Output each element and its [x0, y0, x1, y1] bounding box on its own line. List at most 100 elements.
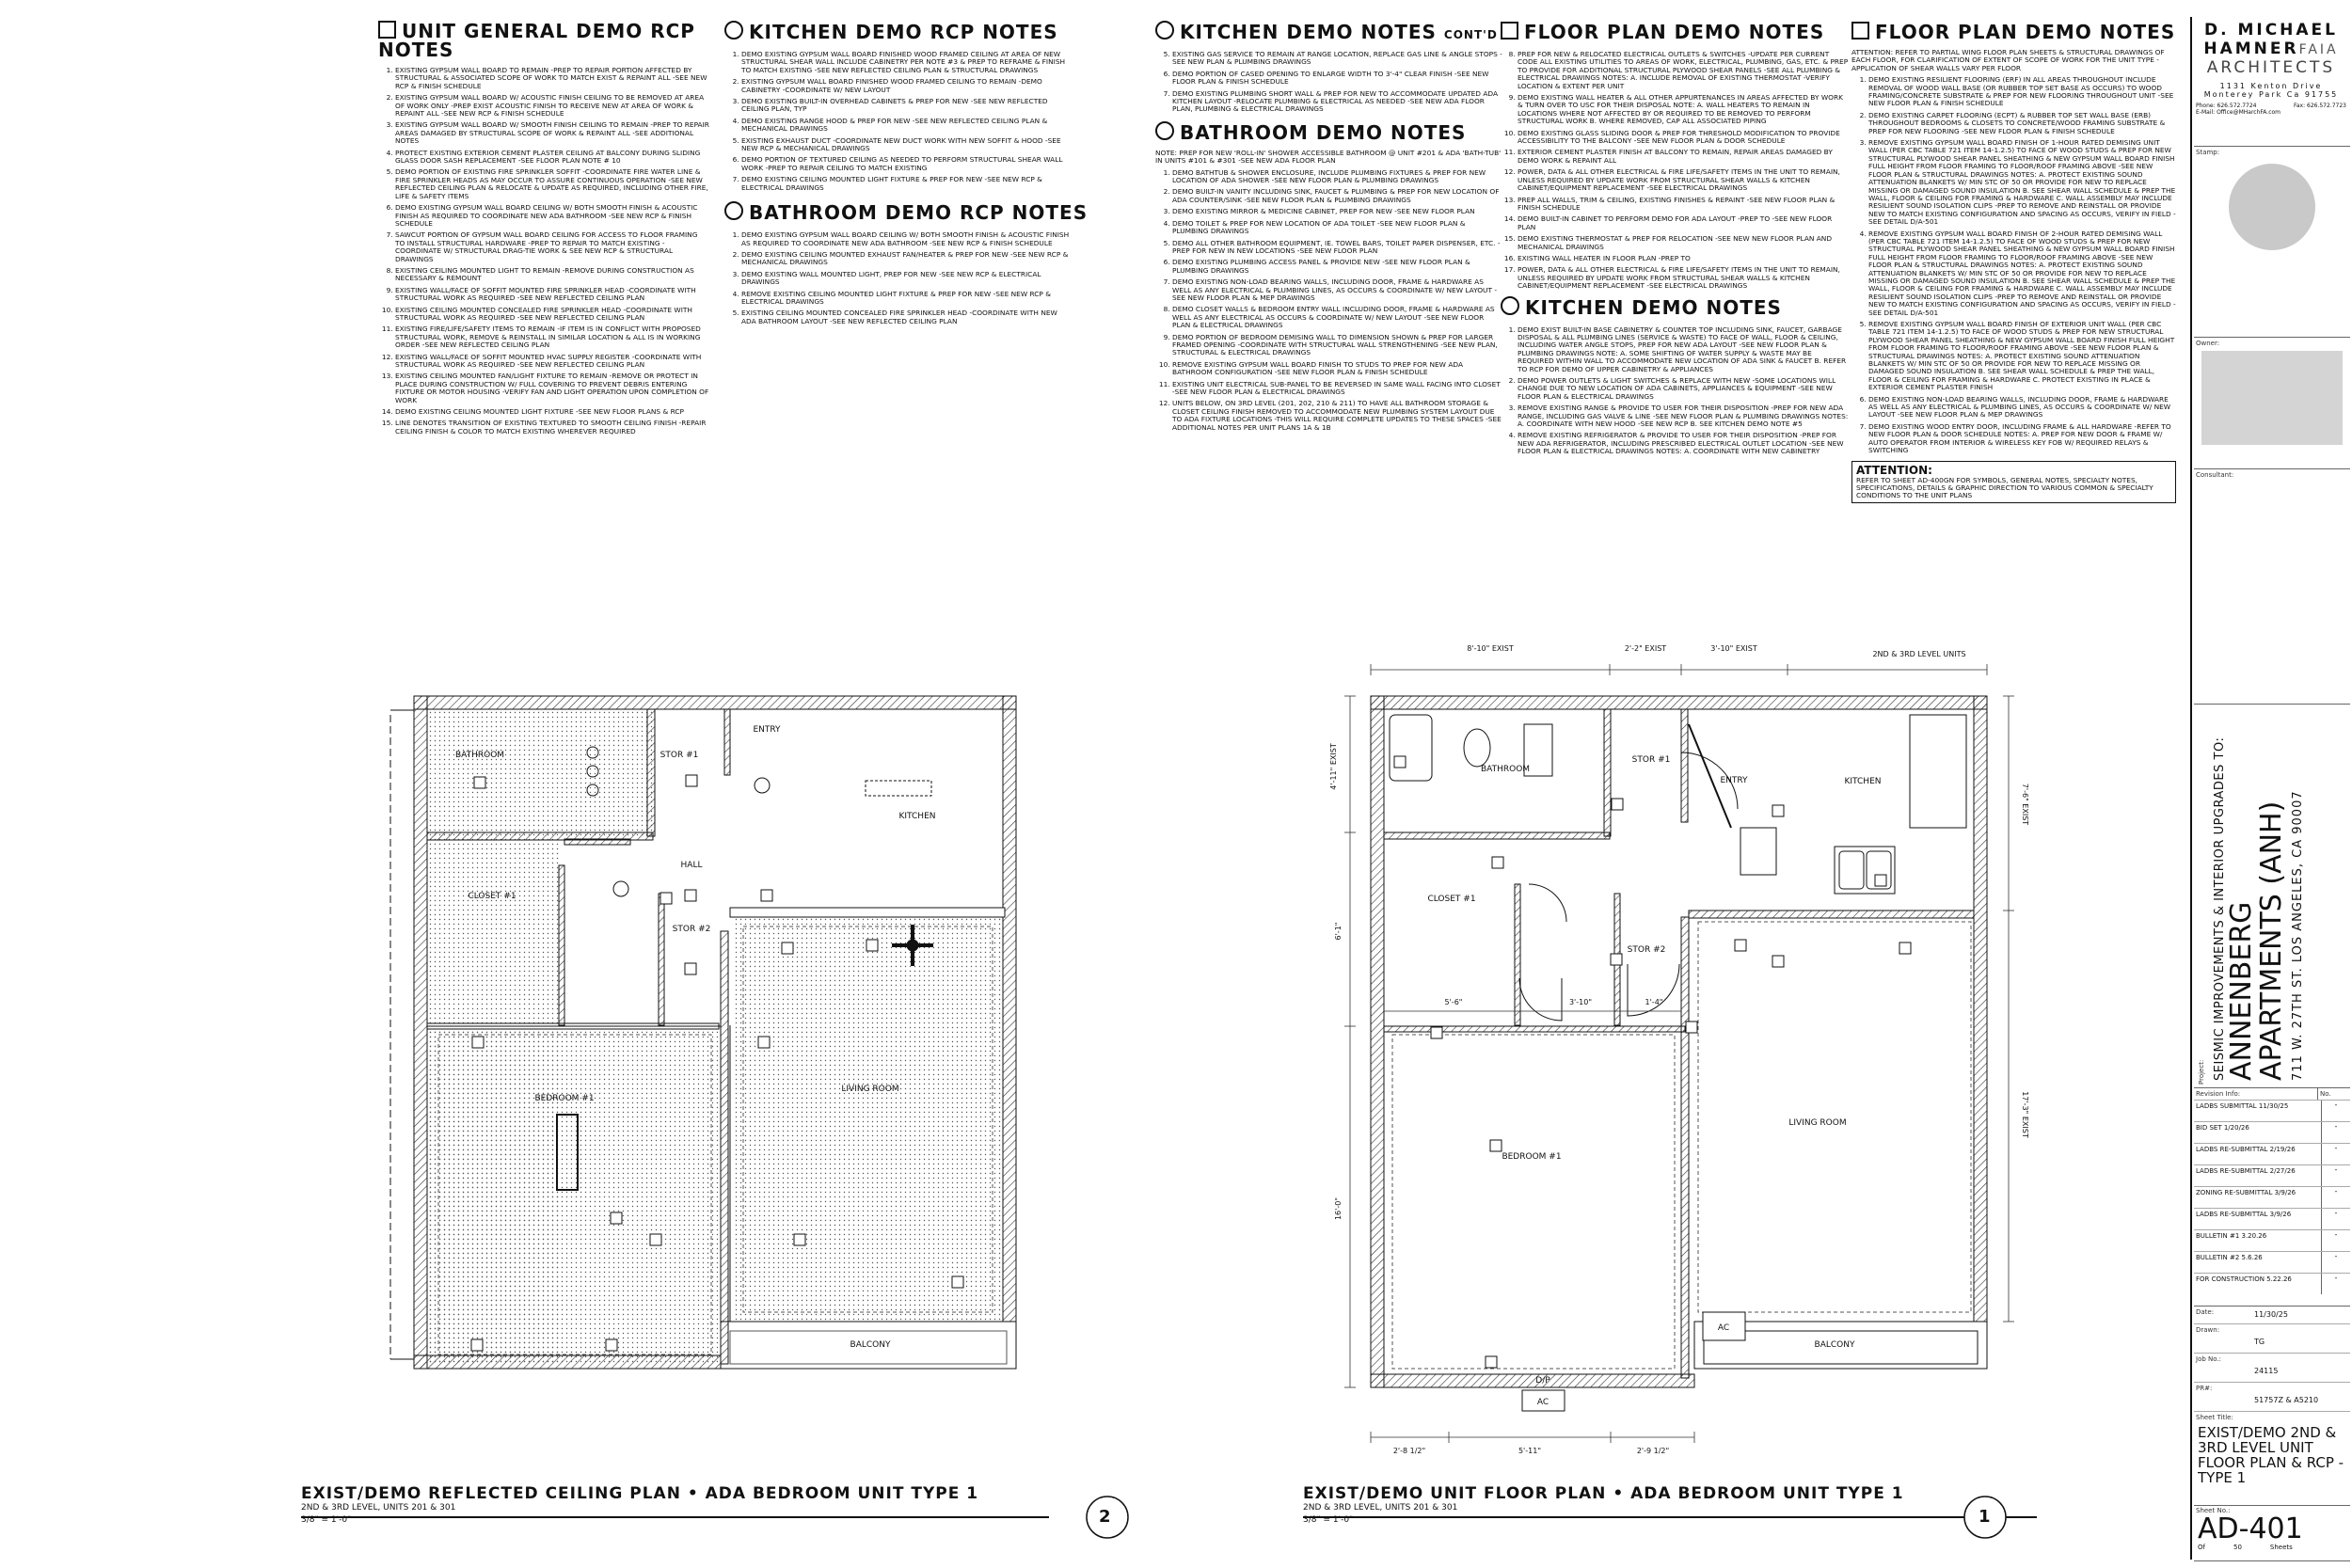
- floor-room-bathroom: BATHROOM: [1481, 765, 1530, 774]
- note-item: EXISTING CEILING MOUNTED CONCEALED FIRE …: [741, 309, 1073, 325]
- consultant-cell: Consultant:: [2194, 468, 2350, 705]
- note-item: REMOVE EXISTING REFRIGERATOR & PROVIDE T…: [1518, 432, 1849, 455]
- note-item: DEMO BUILT-IN VANITY INCLUDING SINK, FAU…: [1172, 188, 1503, 204]
- floor-tag-dp: D/P: [1535, 1376, 1550, 1386]
- job-info-cell: Date:11/30/25 Drawn:TG Job No.:24115 PR#…: [2194, 1306, 2350, 1506]
- revision-row: LADBS SUBMITTAL 11/30/25 -: [2194, 1100, 2350, 1121]
- floor-room-living: LIVING ROOM: [1788, 1118, 1846, 1128]
- dim-6-1: 6'-1": [1334, 923, 1343, 941]
- keynote-tag: [1485, 1355, 1498, 1369]
- note-item: REMOVE EXISTING RANGE & PROVIDE TO USER …: [1518, 404, 1849, 428]
- owner-logo: [2201, 351, 2343, 445]
- keynote-tag: [1685, 1021, 1698, 1034]
- note-item: DEMO PORTION OF CASED OPENING TO ENLARGE…: [1172, 70, 1503, 87]
- floor-subtitle: 2ND & 3RD LEVEL, UNITS 201 & 301: [1303, 1503, 1458, 1513]
- note-item: PREP ALL WALLS, TRIM & CEILING, EXISTING…: [1518, 196, 1849, 213]
- rcp-room-kitchen: KITCHEN: [899, 812, 936, 821]
- revision-text: FOR CONSTRUCTION 5.22.26: [2196, 1275, 2292, 1283]
- note-item: LINE DENOTES TRANSITION OF EXISTING TEXT…: [395, 420, 709, 436]
- project-text: SEISMIC IMPROVEMENTS & INTERIOR UPGRADES…: [2213, 705, 2305, 1081]
- of-label: Of: [2198, 1544, 2205, 1551]
- attention-top: ATTENTION: REFER TO PARTIAL WING FLOOR P…: [1851, 48, 2165, 72]
- note-item: DEMO EXISTING PLUMBING SHORT WALL & PREP…: [1172, 89, 1503, 114]
- drawn-label: Drawn:: [2196, 1326, 2220, 1334]
- keynote-tag: [1393, 755, 1406, 768]
- note-item: SAWCUT PORTION OF GYPSUM WALL BOARD CEIL…: [395, 231, 709, 263]
- revision-text: LADBS RE-SUBMITTAL 3/9/26: [2196, 1211, 2292, 1218]
- note-item: DEMO EXISTING RESILIENT FLOORING (ERF) I…: [1868, 76, 2176, 108]
- bathroom-demo-intro: NOTE: PREP FOR NEW 'ROLL-IN' SHOWER ACCE…: [1155, 148, 1502, 166]
- floor-room-stor1: STOR #1: [1632, 755, 1671, 765]
- revision-no: -: [2321, 1187, 2350, 1208]
- revision-list: LADBS SUBMITTAL 11/30/25-BID SET 1/20/26…: [2194, 1100, 2350, 1294]
- stamp-cell: Stamp:: [2194, 146, 2350, 325]
- dim-2-8: 2'-8 1/2": [1393, 1447, 1425, 1455]
- rcp-room-labels: BATHROOM STOR #1 ENTRY KITCHEN HALL CLOS…: [455, 725, 936, 1350]
- note-item: UNITS BELOW, ON 3RD LEVEL (201, 202, 210…: [1172, 400, 1503, 432]
- sheet-number: AD-401: [2198, 1513, 2303, 1545]
- note-item: REMOVE EXISTING GYPSUM WALL BOARD FINISH…: [1172, 360, 1503, 377]
- revision-text: LADBS SUBMITTAL 11/30/25: [2196, 1102, 2289, 1110]
- note-item: EXISTING GYPSUM WALL BOARD TO REMAIN -PR…: [395, 66, 709, 90]
- keynote-tag: [684, 889, 697, 902]
- note-item: DEMO ALL OTHER BATHROOM EQUIPMENT, IE. T…: [1172, 239, 1503, 256]
- rcp-subtitle: 2ND & 3RD LEVEL, UNITS 201 & 301: [301, 1503, 456, 1513]
- dim-2-2: 2'-2" EXIST: [1625, 644, 1666, 653]
- floor-keynotes: [1393, 755, 1912, 1369]
- of-value: 50: [2233, 1544, 2242, 1551]
- sheet-title-label: Sheet Title:: [2196, 1414, 2233, 1421]
- note-item: DEMO BATHTUB & SHOWER ENCLOSURE, INCLUDE…: [1172, 168, 1503, 185]
- note-item: EXISTING GYPSUM WALL BOARD FINISHED WOOD…: [741, 78, 1073, 94]
- note-item: EXISTING EXHAUST DUCT -COORDINATE NEW DU…: [741, 136, 1073, 153]
- note-item: DEMO EXISTING NON-LOAD BEARING WALLS, IN…: [1172, 277, 1503, 302]
- project-address: 711 W. 27TH ST. LOS ANGELES, CA 90007: [2291, 790, 2305, 1081]
- floor-room-stor2: STOR #2: [1628, 945, 1666, 955]
- note-item: DEMO EXISTING WALL MOUNTED LIGHT, PREP F…: [741, 270, 1073, 287]
- floor-room-bedroom: BEDROOM #1: [1502, 1152, 1561, 1162]
- note-item: DEMO EXISTING CEILING MOUNTED EXHAUST FA…: [741, 250, 1073, 267]
- consultant-label: Consultant:: [2196, 471, 2234, 479]
- keynote-tag: [1772, 955, 1785, 968]
- floor-scale: 3/8" = 1'-0": [1303, 1515, 1354, 1525]
- note-item: DEMO CLOSET WALLS & BEDROOM ENTRY WALL I…: [1172, 306, 1503, 329]
- note-item: DEMO EXISTING GYPSUM WALL BOARD CEILING …: [741, 230, 1073, 247]
- bathroom-demo-list: DEMO BATHTUB & SHOWER ENCLOSURE, INCLUDE…: [1155, 168, 1503, 432]
- revision-no: -: [2321, 1252, 2350, 1273]
- stamp-seal: [2229, 164, 2315, 250]
- keynote-tag: [685, 774, 698, 787]
- note-item: DEMO POWER OUTLETS & LIGHT SWITCHES & RE…: [1518, 376, 1849, 401]
- rcp-room-balcony: BALCONY: [850, 1340, 891, 1350]
- note-item: DEMO EXISTING RANGE HOOD & PREP FOR NEW …: [741, 117, 1073, 134]
- pr-row: PR#:51757Z & A5210: [2194, 1383, 2350, 1412]
- sheet-title: EXIST/DEMO 2ND & 3RD LEVEL UNIT FLOOR PL…: [2198, 1424, 2344, 1486]
- note-item: DEMO EXISTING GLASS SLIDING DOOR & PREP …: [1518, 129, 1849, 146]
- keynote-tag: [684, 962, 697, 975]
- keynote-tag: [793, 1233, 806, 1246]
- note-item: EXISTING GAS SERVICE TO REMAIN AT RANGE …: [1172, 50, 1503, 67]
- light-fixture-icon: [556, 1114, 579, 1191]
- note-item: EXISTING CEILING MOUNTED LIGHT TO REMAIN…: [395, 266, 709, 283]
- keynote-tag: [610, 1212, 623, 1225]
- note-item: DEMO EXISTING CEILING MOUNTED LIGHT FIXT…: [395, 407, 709, 416]
- note-item: DEMO EXISTING WALL HEATER & ALL OTHER AP…: [1518, 93, 1849, 126]
- keynote-tag: [471, 1036, 485, 1049]
- revision-no: -: [2321, 1274, 2350, 1294]
- note-item: EXISTING CEILING MOUNTED CONCEALED FIRE …: [395, 306, 709, 323]
- firm-phone: Phone: 626.572.7724: [2196, 103, 2257, 109]
- note-item: EXISTING CEILING MOUNTED FAN/LIGHT FIXTU…: [395, 372, 709, 404]
- keynote-tag: [1899, 942, 1912, 955]
- note-item: DEMO BUILT-IN CABINET TO PERFORM DEMO FO…: [1518, 215, 1849, 231]
- floor-plan-list-1: PREP FOR NEW & RELOCATED ELECTRICAL OUTL…: [1501, 50, 1849, 291]
- rcp-room-bedroom: BEDROOM #1: [534, 1094, 594, 1103]
- note-item: EXISTING GYPSUM WALL BOARD W/ SMOOTH FIN…: [395, 121, 709, 145]
- revision-cell: Revision Info: No. LADBS SUBMITTAL 11/30…: [2194, 1087, 2350, 1305]
- attention-heading: ATTENTION:: [1856, 463, 1932, 477]
- revision-row: LADBS RE-SUBMITTAL 2/19/26-: [2194, 1143, 2350, 1164]
- firm-fax: Fax: 626.572.7723: [2293, 103, 2346, 109]
- revision-row: FOR CONSTRUCTION 5.22.26 -: [2194, 1273, 2350, 1294]
- rcp-room-stor1: STOR #1: [660, 751, 699, 760]
- drawn-row: Drawn:TG: [2194, 1324, 2350, 1354]
- revision-no: -: [2321, 1230, 2350, 1251]
- rcp-room-entry: ENTRY: [753, 725, 781, 735]
- revision-no: -: [2321, 1101, 2350, 1121]
